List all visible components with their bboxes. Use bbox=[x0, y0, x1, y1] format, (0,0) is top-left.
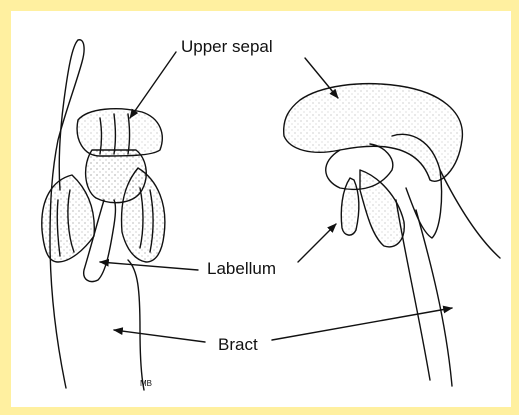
arrow-labellum-right bbox=[298, 224, 336, 262]
label-labellum: Labellum bbox=[207, 259, 276, 278]
arrow-bract-left bbox=[114, 330, 205, 342]
right-labellum bbox=[341, 178, 359, 235]
label-bract: Bract bbox=[218, 335, 258, 354]
right-flower-side-view bbox=[284, 84, 500, 386]
right-bract bbox=[440, 170, 500, 258]
right-upper-sepal bbox=[284, 84, 463, 182]
arrow-bract-right bbox=[272, 308, 452, 340]
left-upper-sepal bbox=[77, 109, 162, 156]
left-hood bbox=[86, 150, 147, 203]
artist-signature: MB bbox=[140, 379, 152, 388]
arrow-upper-sepal-left bbox=[130, 52, 176, 118]
arrow-labellum-left bbox=[100, 262, 198, 270]
label-upper-sepal: Upper sepal bbox=[181, 37, 273, 56]
left-flower-front-view bbox=[42, 40, 165, 390]
